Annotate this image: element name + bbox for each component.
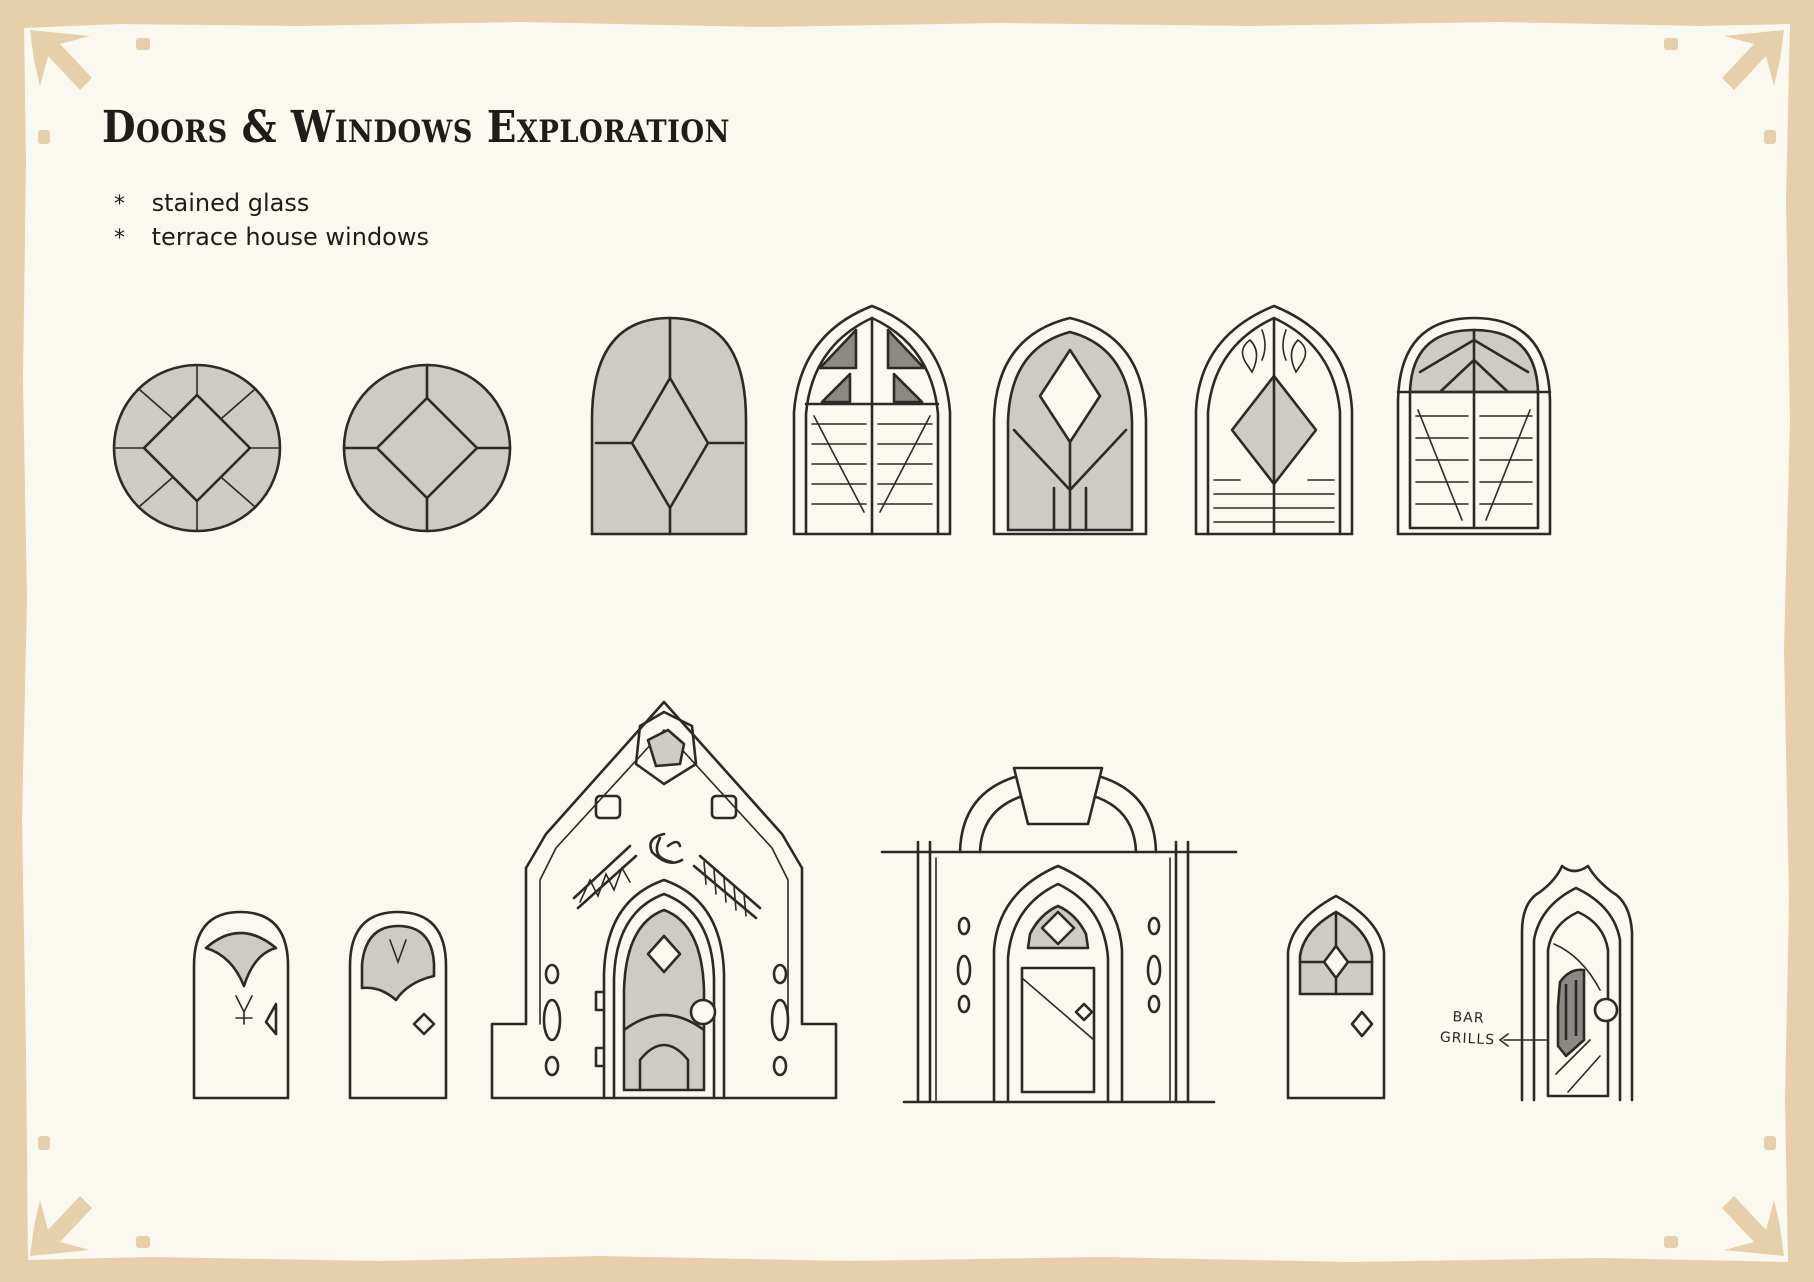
arched-door-2 <box>348 910 448 1100</box>
bar-grill-door <box>1498 864 1634 1102</box>
note-item: * terrace house windows <box>114 220 429 254</box>
pointed-arch-window-3 <box>590 316 748 536</box>
annotation-line-2: GRILLS <box>1439 1029 1496 1049</box>
columned-arch-doorway <box>880 766 1238 1104</box>
asterisk-icon: * <box>114 192 125 217</box>
asterisk-icon: * <box>114 226 125 251</box>
grand-ornate-doorway <box>490 700 838 1100</box>
corner-ornament-top-left <box>30 30 150 144</box>
gothic-shutter-window-4 <box>792 304 952 536</box>
arched-shutter-window-7 <box>1396 316 1552 536</box>
gothic-diamond-window-5 <box>992 316 1148 536</box>
corner-ornament-bottom-right <box>1664 1136 1784 1256</box>
gothic-ornate-window-6 <box>1194 304 1354 536</box>
pointed-door-small <box>1286 894 1386 1100</box>
notes-list: * stained glass * terrace house windows <box>114 186 429 254</box>
bar-grills-annotation: BAR GRILLS <box>1431 1006 1505 1052</box>
note-text: terrace house windows <box>151 223 429 251</box>
note-item: * stained glass <box>114 186 429 220</box>
round-window-1 <box>112 363 282 533</box>
corner-ornament-bottom-left <box>30 1136 150 1256</box>
page-title: Doors & Windows Exploration <box>102 102 730 153</box>
note-text: stained glass <box>151 189 310 217</box>
arched-door-1 <box>192 910 290 1100</box>
corner-ornament-top-right <box>1664 30 1784 144</box>
round-window-2 <box>342 363 512 533</box>
